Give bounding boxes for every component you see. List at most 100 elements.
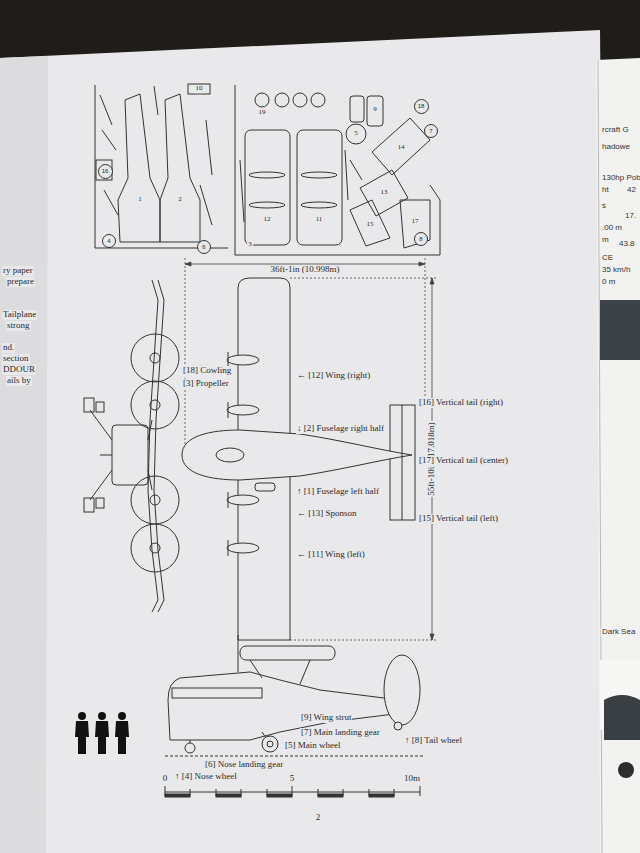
parts-sheet-part [104,190,118,215]
scale-bar-part [318,794,343,797]
dimension-lines-part [185,258,186,455]
part-number: 19 [258,109,267,117]
parts-sheet-part [301,202,337,208]
side-view-part [168,672,410,740]
part-number: 5 [353,130,359,138]
parts-sheet-part [240,160,244,222]
parts-sheet-part [200,185,212,225]
dimension-lines-part [290,640,438,641]
front-view-part [90,410,112,440]
cut-text: strong [6,321,31,331]
parts-sheet-part [301,172,337,178]
front-view-part [150,353,160,363]
parts-sheet-part [206,120,212,175]
parts-sheet-part [160,94,200,242]
cut-text: 35 km/h [601,266,631,275]
part-number: 14 [397,144,406,152]
parts-sheet-part [100,95,112,125]
top-view-part [390,405,415,520]
side-view-part [185,743,195,753]
top-view [182,278,415,640]
callout-number: 16 [102,168,109,174]
part-number: 9 [372,106,378,114]
side-view-part [262,736,278,752]
parts-sheet-part [372,118,430,175]
parts-sheet-part [400,200,430,248]
cut-text: nd. [2,343,15,353]
part-callout: ← [12] Wing (right) [296,371,371,381]
part-callout: ↓ [2] Fuselage right half [296,424,385,434]
top-view-part [255,483,275,491]
cut-text: section [2,354,30,364]
part-number: 2 [177,196,183,204]
side-view-part [384,655,420,725]
front-view-part [100,455,112,456]
paper-part [600,300,640,360]
part-callout: [9] Wing strut [300,713,352,723]
part-callout: [15] Vertical tail (left) [418,514,499,524]
front-view-part [148,280,158,612]
front-view-part [154,280,164,612]
parts-sheet-part [293,93,307,107]
human-silhouette-part [98,712,106,720]
part-callout: [6] Nose landing gear [204,760,284,770]
part-number: 11 [315,216,324,224]
part-callout: [17] Vertical tail (center) [418,456,509,466]
side-view-part [238,635,239,672]
top-view-part [227,543,259,553]
top-view-part [182,430,412,480]
scale-bar-part [267,794,292,797]
top-view-part [228,402,229,418]
part-number: 13 [380,189,389,197]
part-callout: [18] Cowling [182,366,232,376]
cut-text: ry paper [2,266,34,276]
parts-sheet-part [154,86,158,115]
part-number: 10 [195,85,204,93]
side-view-part [240,646,335,660]
paper-part [604,695,640,740]
parts-sheet-part [255,93,269,107]
front-view-part [148,420,152,440]
paper-part [0,30,608,853]
front-view-part [148,470,152,490]
part-callout: ← [11] Wing (left) [296,550,366,560]
cut-text: Tailplane [2,310,37,320]
human-silhouette-part [118,712,126,720]
front-view-part [96,402,104,412]
parts-sheet-part [118,94,160,242]
cut-text: ht [601,186,610,195]
top-view-part [216,448,244,462]
part-callout: [3] Propeller [182,379,230,389]
part-callout: [5] Main wheel [284,741,341,751]
cut-text: hadowe [601,143,631,152]
front-view-part [96,498,104,508]
parts-sheet [95,84,440,255]
part-callout: ← [13] Sponson [296,509,358,519]
part-callout: ↑ [4] Nose wheel [174,772,238,782]
scale-number: 0 [162,774,169,784]
scale-number: 5 [289,774,296,784]
top-view-part [227,355,259,365]
top-view-part [402,405,403,520]
parts-sheet-part [346,124,366,144]
dimension-lines-part [425,258,426,405]
parts-sheet-part [245,130,290,245]
part-callout: [16] Vertical tail (right) [418,398,504,408]
side-view [165,635,425,756]
cut-text: Dark Sea [601,628,636,637]
paper-part [618,762,634,778]
parts-sheet-part [350,200,390,246]
front-view-part [84,498,94,512]
front-view-part [150,495,160,505]
parts-sheet-part [275,93,289,107]
cut-text: DDOUR [2,365,36,375]
parts-sheet-part [96,160,112,180]
cut-text: s [601,202,607,211]
side-view-part [250,660,262,678]
top-view-part [227,495,259,505]
front-view-part [150,543,160,553]
cut-text: 130hp Pobjo [601,174,640,183]
scale-bar-part [420,786,421,796]
